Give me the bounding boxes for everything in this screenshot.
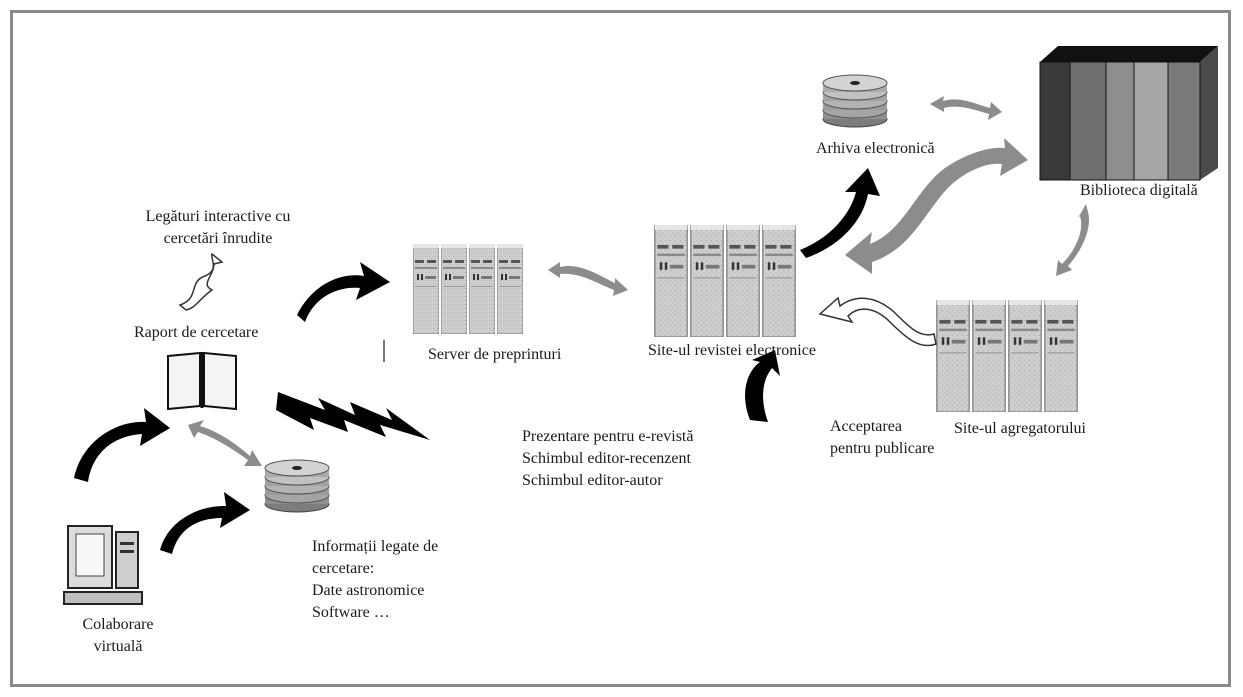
arrow-journal-to-archive [800, 168, 880, 258]
label-research-line2: cercetare: [312, 560, 375, 577]
label-links: Legături interactive cu cercetări înrudi… [138, 206, 298, 250]
journal-server-icon [654, 225, 796, 337]
label-links-line1: Legături interactive cu [145, 208, 291, 225]
arrow-journal-library [845, 138, 1028, 274]
arrow-collab-to-research [160, 492, 250, 554]
diagram-frame [10, 10, 1231, 687]
arrow-report-research [188, 420, 262, 466]
interactive-links-arrow-icon [178, 252, 224, 311]
arrow-submission-to-journal [745, 350, 780, 422]
digital-library-icon [1039, 46, 1218, 181]
label-archive: Arhiva electronică [816, 140, 935, 157]
black-arrows [74, 168, 880, 554]
arrow-library-aggregator [1056, 204, 1090, 276]
aggregator-server-icon [936, 300, 1078, 412]
label-research-line3: Date astronomice [312, 582, 425, 599]
acceptance-arrow-icon [818, 296, 937, 347]
label-library: Biblioteca digitală [1080, 182, 1198, 199]
label-submission: Prezentare pentru e-revistă Schimbul edi… [522, 426, 693, 492]
label-research-info: Informații legate de cercetare: Date ast… [312, 536, 438, 624]
label-collab-line1: Colaborare [82, 616, 154, 633]
label-preprint: Server de preprinturi [428, 346, 562, 363]
label-research-line1: Informații legate de [312, 538, 439, 555]
label-submission-line2: Schimbul editor-recenzent [522, 450, 691, 467]
arrow-report-to-preprint [297, 262, 390, 322]
label-acceptance-line2: pentru publicare [830, 440, 935, 457]
research-disk-icon [264, 459, 330, 513]
label-collaboration: Colaborare virtuală [70, 614, 166, 658]
label-aggregator: Site-ul agregatorului [954, 420, 1086, 437]
arrow-collab-to-report [74, 408, 170, 482]
label-collab-line2: virtuală [93, 638, 143, 655]
label-submission-line1: Prezentare pentru e-revistă [522, 428, 694, 445]
label-acceptance-line1: Acceptarea [830, 418, 902, 435]
arrow-archive-library [930, 96, 1002, 120]
research-report-book-icon [167, 351, 237, 411]
arrow-lightning-to-preprint [276, 392, 430, 440]
label-research-line4: Software … [312, 604, 390, 621]
arrow-preprint-journal [548, 262, 628, 296]
label-report: Raport de cercetare [134, 324, 259, 341]
label-acceptance: Acceptarea pentru publicare [830, 416, 934, 460]
label-links-line2: cercetări înrudite [163, 230, 273, 247]
computer-icon [63, 525, 143, 605]
label-journal-site: Site-ul revistei electronice [648, 342, 816, 359]
preprint-server-icon [413, 244, 523, 334]
label-submission-line3: Schimbul editor-autor [522, 472, 663, 489]
archive-disk-icon [822, 74, 888, 128]
gray-arrows [188, 96, 1090, 466]
